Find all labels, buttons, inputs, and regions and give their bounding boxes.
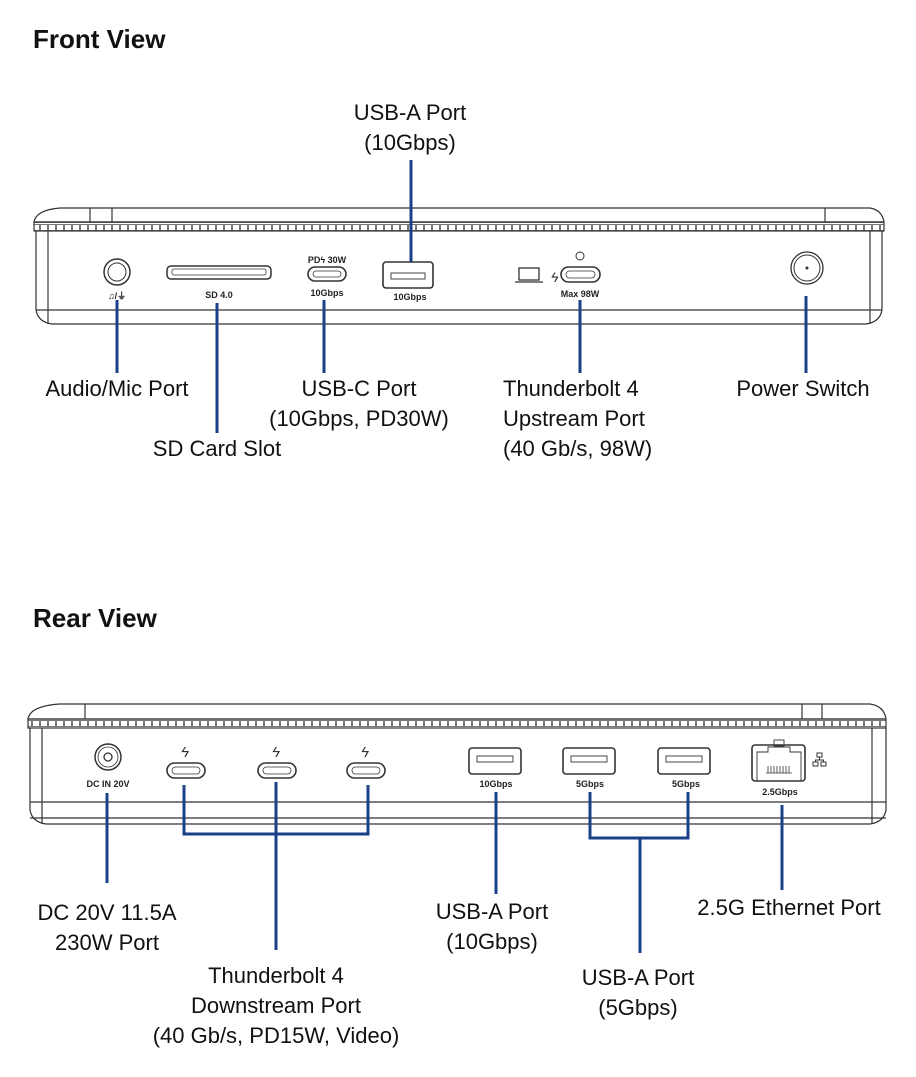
callout-line: Upstream Port [503, 406, 645, 431]
thunderbolt-icon: ϟ [272, 744, 280, 761]
callout-line: Power Switch [736, 376, 870, 401]
front-device-body [33, 207, 885, 325]
callout-line: 2.5G Ethernet Port [697, 895, 881, 920]
tb-downstream-port-1: ϟ [166, 744, 206, 779]
status-led-icon [575, 251, 585, 261]
rear-device-body [27, 703, 887, 825]
callout-ethernet: 2.5G Ethernet Port [674, 893, 904, 923]
callout-line: 230W Port [55, 930, 159, 955]
callout-line: (40 Gb/s, PD15W, Video) [152, 1023, 400, 1048]
sd-marking: SD 4.0 [205, 290, 233, 300]
usba-5g-port-icon-2 [657, 747, 711, 775]
thunderbolt-icon: ϟ [551, 269, 559, 285]
callout-usba-10g: USB-A Port (10Gbps) [402, 897, 582, 957]
callout-power: Power Switch [713, 374, 893, 404]
callout-usbc: USB-C Port (10Gbps, PD30W) [249, 374, 469, 434]
usba-10g-port-icon [468, 747, 522, 775]
callout-line: (40 Gb/s, 98W) [503, 436, 653, 461]
dc-in-marking: DC IN 20V [86, 779, 129, 789]
callout-line: USB-C Port [301, 376, 417, 401]
callout-line: SD Card Slot [152, 436, 282, 461]
usba-port-icon [382, 261, 434, 289]
callout-line: (10Gbps) [446, 929, 538, 954]
audio-jack-icon [103, 258, 131, 286]
callout-usba-5g: USB-A Port (5Gbps) [548, 963, 728, 1023]
usbc-port-icon [307, 266, 347, 282]
power-switch-icon [790, 251, 824, 285]
callout-line: USB-A Port [581, 965, 695, 990]
sd-slot-icon [166, 265, 272, 280]
callout-usba-front: USB-A Port (10Gbps) [320, 98, 500, 158]
tb-downstream-port-3: ϟ [346, 744, 386, 779]
thunderbolt-icon: ϟ [181, 744, 189, 761]
callout-line: USB-A Port [435, 899, 549, 924]
tb-upstream-port-icon [560, 266, 601, 283]
callout-line: Downstream Port [191, 993, 361, 1018]
usba-speed-marking: 10Gbps [393, 292, 426, 302]
network-icon [812, 752, 827, 767]
ethernet-marking: 2.5Gbps [762, 787, 798, 797]
tb-downstream-port-2: ϟ [257, 744, 297, 779]
callout-line: (5Gbps) [598, 995, 678, 1020]
usbc-speed-marking: 10Gbps [310, 288, 343, 298]
front-view-title: Front View [33, 24, 166, 54]
usba-10g-marking: 10Gbps [479, 779, 512, 789]
callout-line: Thunderbolt 4 [503, 376, 639, 401]
thunderbolt-icon: ϟ [361, 744, 369, 761]
leader-usba-5g-bracket [588, 792, 690, 840]
rear-view-title: Rear View [33, 603, 157, 633]
callout-line: Audio/Mic Port [45, 376, 189, 401]
callout-tb-downstream: Thunderbolt 4 Downstream Port (40 Gb/s, … [136, 961, 416, 1051]
callout-line: (10Gbps, PD30W) [269, 406, 449, 431]
callout-tb-upstream: Thunderbolt 4 Upstream Port (40 Gb/s, 98… [503, 374, 652, 464]
callout-line: (10Gbps) [364, 130, 456, 155]
tb-upstream-marking: Max 98W [561, 289, 600, 299]
laptop-icon [515, 267, 543, 283]
usba-5g-marking-2: 5Gbps [672, 779, 700, 789]
callout-line: DC 20V 11.5A [37, 900, 177, 925]
ethernet-port-icon [751, 739, 806, 782]
callout-line: Thunderbolt 4 [208, 963, 344, 988]
audio-marking: ♫/⏚ [108, 291, 126, 301]
usba-5g-port-icon-1 [562, 747, 616, 775]
usbc-pd-marking: PDϟ 30W [308, 255, 347, 265]
callout-line: USB-A Port [353, 100, 467, 125]
callout-dc: DC 20V 11.5A 230W Port [12, 898, 202, 958]
usba-5g-marking-1: 5Gbps [576, 779, 604, 789]
callout-audio: Audio/Mic Port [27, 374, 207, 404]
callout-sd: SD Card Slot [127, 434, 307, 464]
dc-in-port-icon [94, 743, 122, 771]
